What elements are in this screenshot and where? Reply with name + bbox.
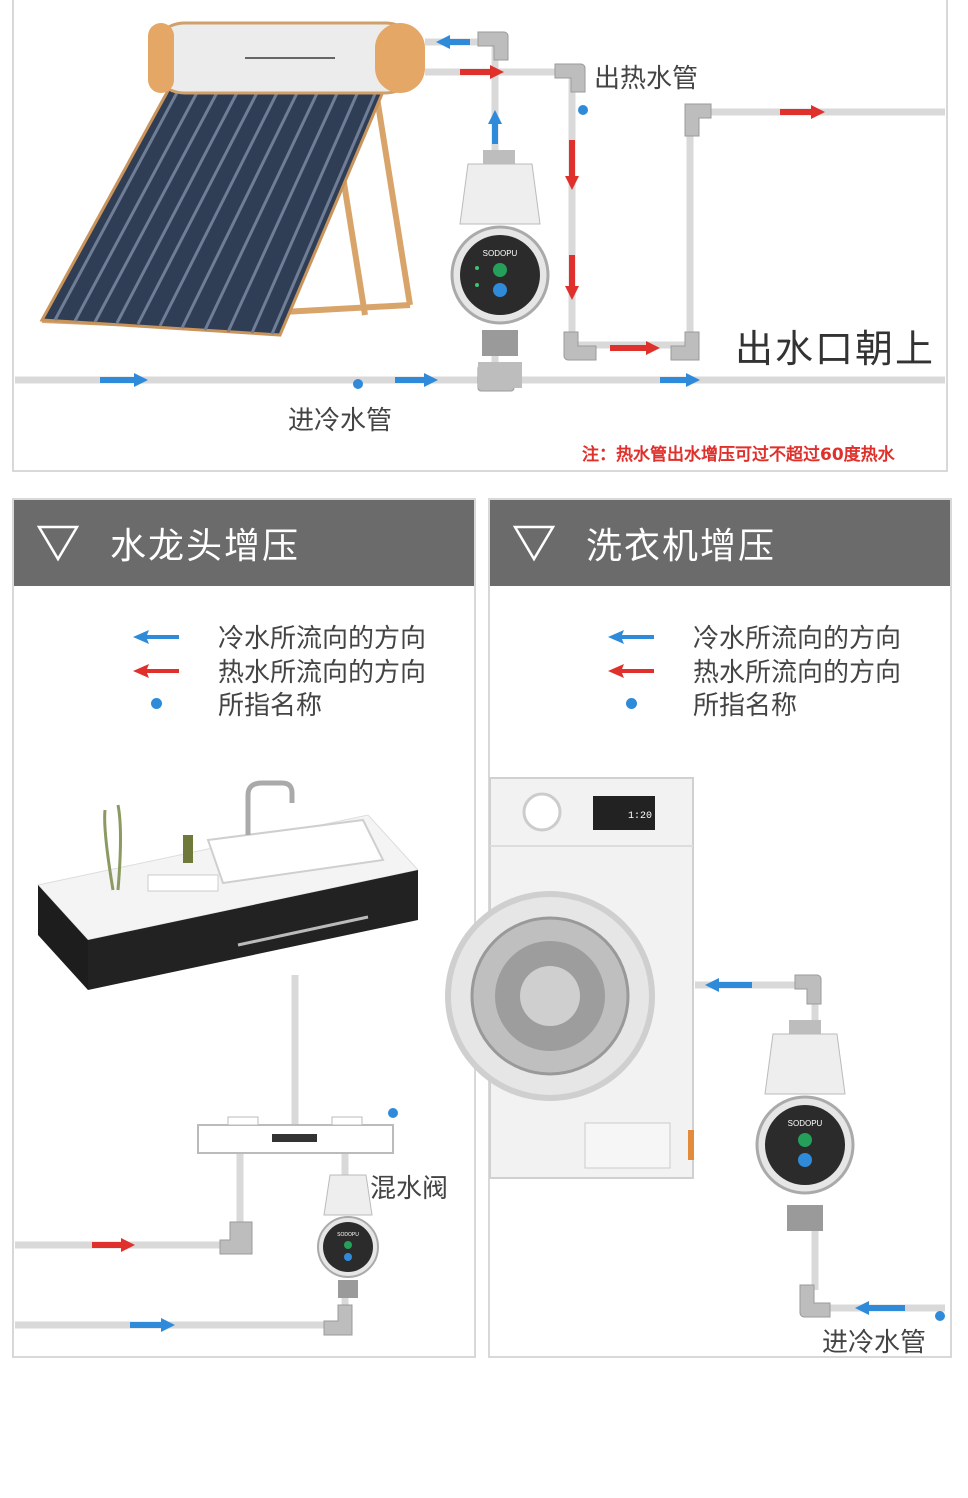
solar-water-heater-illustration	[39, 21, 425, 337]
panel-title: 水龙头增压	[110, 526, 301, 567]
legend-cold-label: 冷水所流向的方向	[218, 624, 427, 654]
booster-pump-washer: SODOPU	[755, 1020, 855, 1231]
faucet-boost-header: 水龙头增压	[14, 500, 474, 586]
washer-piping	[695, 974, 945, 1321]
washer-cold-inlet-label: 进冷水管	[822, 1328, 927, 1358]
panel-title: 洗衣机增压	[586, 526, 777, 567]
pump-brand-top: SODOPU	[483, 249, 518, 258]
cold-flow-arrow	[855, 1301, 905, 1315]
hot-outlet-pipe-label: 出热水管	[594, 64, 699, 94]
svg-text:SODOPU: SODOPU	[337, 1232, 359, 1238]
sink-cabinet-illustration	[37, 780, 419, 990]
washer-boost-header: 洗衣机增压	[490, 500, 950, 586]
label-dot-mix-valve	[388, 1108, 398, 1118]
label-dot-cold-inlet	[935, 1311, 945, 1321]
outlet-up-label: 出水口朝上	[735, 327, 936, 371]
legend-hot: 热水所流向的方向	[601, 652, 901, 689]
pump-brand-washer: SODOPU	[788, 1119, 823, 1128]
legend-cold: 冷水所流向的方向	[126, 618, 426, 655]
booster-pump-top: SODOPU	[450, 150, 550, 388]
svg-text:1:20: 1:20	[628, 811, 652, 822]
triangle-down-icon	[36, 525, 80, 562]
legend-name-label: 所指名称	[218, 691, 323, 721]
label-dot-hot-pipe	[578, 105, 588, 115]
cold-flow-arrows	[100, 35, 700, 387]
blue-dot-icon	[625, 698, 637, 709]
label-dot-cold-pipe	[353, 379, 363, 389]
blue-dot-icon	[150, 698, 162, 709]
red-arrow-icon	[608, 663, 654, 678]
hot-flow-arrow	[92, 1238, 135, 1252]
legend-hot: 热水所流向的方向	[126, 652, 426, 689]
legend-hot-label: 热水所流向的方向	[218, 658, 427, 688]
booster-pump-faucet: SODOPU	[317, 1174, 379, 1298]
cold-flow-arrow	[705, 978, 752, 992]
legend-name-label: 所指名称	[693, 691, 798, 721]
temperature-note: 注：热水管出水增压可过不超过60度热水	[582, 445, 895, 465]
red-arrow-icon	[133, 663, 179, 678]
mix-valve-label: 混水阀	[370, 1174, 449, 1204]
legend-name: 所指名称	[601, 685, 797, 722]
legend-cold: 冷水所流向的方向	[601, 618, 901, 655]
legend-cold-label: 冷水所流向的方向	[693, 624, 902, 654]
cold-inlet-pipe-label: 进冷水管	[288, 406, 393, 436]
faucet-piping	[15, 975, 398, 1336]
blue-arrow-icon	[133, 629, 179, 644]
legend-name: 所指名称	[126, 685, 322, 722]
blue-arrow-icon	[608, 629, 654, 644]
triangle-down-icon	[512, 525, 556, 562]
cold-flow-arrow	[130, 1318, 175, 1332]
washing-machine-illustration: 1:20	[445, 777, 694, 1179]
hot-flow-arrows	[460, 65, 825, 355]
legend-hot-label: 热水所流向的方向	[693, 658, 902, 688]
